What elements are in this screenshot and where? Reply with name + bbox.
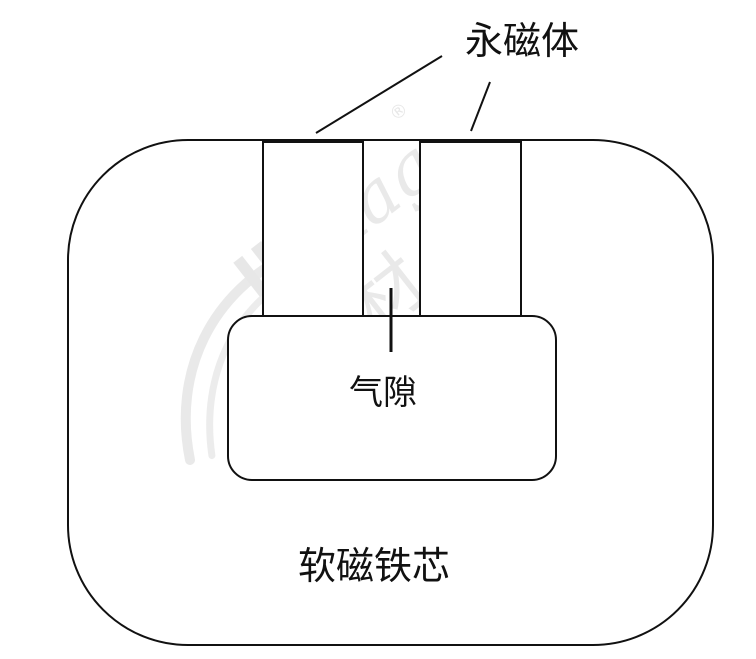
- permanent-magnet-label: 永磁体: [465, 19, 580, 63]
- magnet-leader-line-left: [315, 55, 443, 134]
- soft-magnetic-core-label: 软磁铁芯: [298, 544, 451, 588]
- permanent-magnet-left: [262, 141, 364, 317]
- soft-core-outer-outline: [67, 139, 714, 646]
- air-gap-label: 气隙: [349, 373, 417, 413]
- magnet-leader-line-right: [470, 81, 491, 132]
- watermark-registered-mark: ®: [386, 98, 413, 126]
- permanent-magnet-right: [419, 141, 522, 317]
